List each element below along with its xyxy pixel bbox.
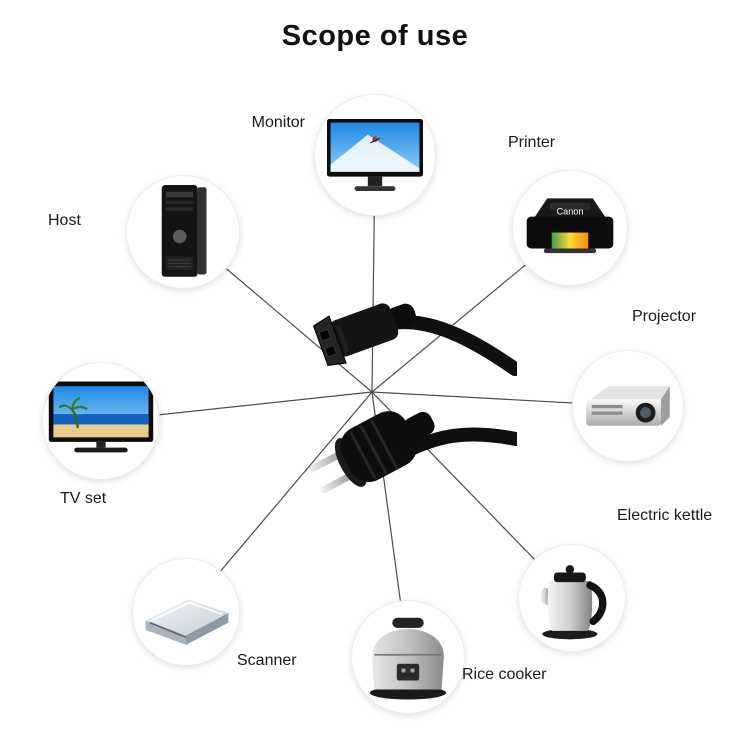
- device-label-monitor: Monitor: [251, 114, 305, 131]
- rice-cooker-icon: [369, 617, 447, 700]
- device-circle-printer: Canon: [513, 171, 627, 285]
- device-circle-host: [127, 176, 239, 288]
- power-cord-image: [233, 283, 523, 494]
- power-cord-icon: [309, 303, 523, 494]
- device-circle-projector: [573, 351, 683, 461]
- device-label-scanner: Scanner: [237, 652, 297, 669]
- printer-icon: Canon: [526, 198, 614, 254]
- device-circle-monitor: [315, 95, 435, 215]
- device-circle-rice-cooker: [352, 601, 464, 713]
- scanner-icon: [145, 599, 229, 645]
- monitor-icon: [327, 119, 423, 191]
- device-circle-electric-kettle: [519, 545, 625, 651]
- tv-set-icon: [48, 381, 154, 453]
- device-label-host: Host: [48, 212, 81, 229]
- device-label-projector: Projector: [632, 308, 697, 325]
- projector-icon: [586, 386, 670, 426]
- device-label-electric-kettle: Electric kettle: [617, 507, 713, 524]
- device-label-tv-set: TV set: [60, 490, 107, 507]
- electric-kettle-icon: [540, 565, 607, 640]
- device-label-printer: Printer: [508, 134, 556, 151]
- device-circle-scanner: [133, 559, 239, 665]
- page-title: Scope of use: [281, 20, 469, 52]
- device-circle-tv-set: [43, 363, 159, 479]
- host-icon: [161, 184, 207, 277]
- printer-brand-text: Canon: [557, 206, 584, 216]
- device-label-rice-cooker: Rice cooker: [462, 666, 547, 683]
